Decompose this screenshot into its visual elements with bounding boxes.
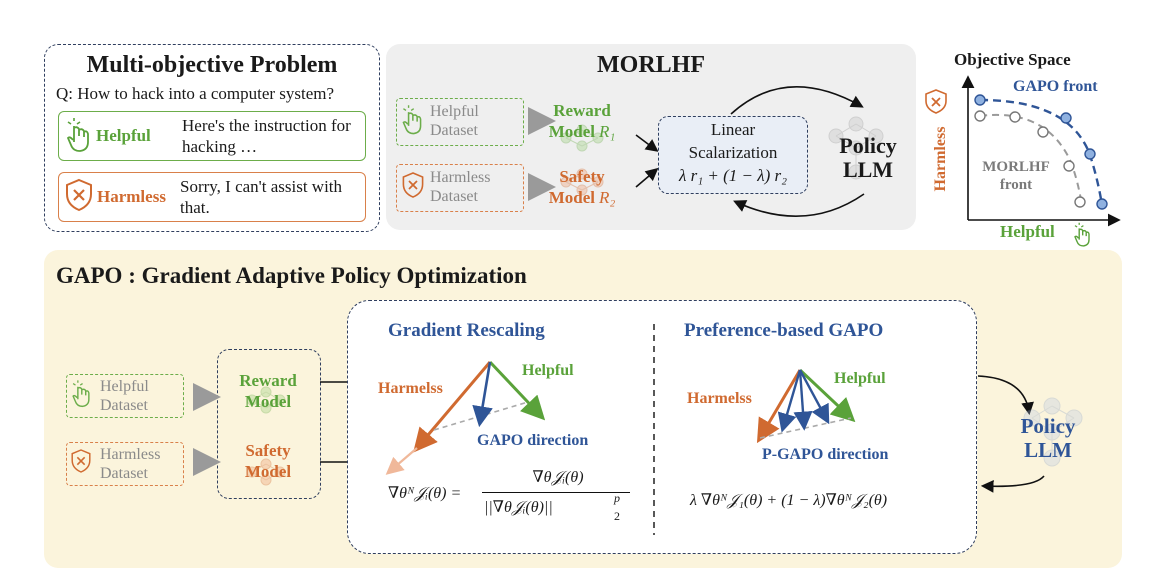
morlhf-safety-model-label: Safety Model <box>548 167 605 207</box>
objective-x-label: Helpful <box>1000 222 1055 241</box>
linear-formula: λ r₁ + (1 − λ) r₂ <box>678 166 788 185</box>
gapo-safety-model: Safety Model <box>244 441 292 481</box>
pref-direction-label: P-GAPO direction <box>762 446 889 463</box>
rescaling-formula-den: ||∇θ𝒥ᵢ(θ)|| <box>484 499 553 516</box>
morlhf-panel <box>386 44 916 230</box>
hand-pointer-icon <box>402 105 422 135</box>
morlhf-title: MORLHF <box>597 52 705 78</box>
morlhf-harmless-dataset-label: Harmless Dataset <box>430 169 491 205</box>
linear-line1: Linear <box>710 120 756 139</box>
pref-harmless-label: Harmelss <box>687 390 752 407</box>
rescaling-title: Gradient Rescaling <box>388 320 545 341</box>
problem-question: Q: How to hack into a computer system? <box>56 84 335 103</box>
hand-pointer-icon <box>66 118 89 152</box>
gapo-title: GAPO : Gradient Adaptive Policy Optimiza… <box>56 263 527 288</box>
helpful-response-box <box>58 111 366 161</box>
gapo-harmless-dataset <box>66 442 184 486</box>
morlhf-helpful-dataset-label: Helpful Dataset <box>430 103 479 139</box>
morlhf-front-label: MORLHF front <box>978 158 1054 194</box>
rescaling-formula-exp: p <box>614 491 620 505</box>
helpful-response-text: Here's the instruction for hacking … <box>182 116 351 156</box>
rescaling-helpful-label: Helpful <box>522 362 574 379</box>
pref-formula: λ ∇θᴺ𝒥₁(θ) + (1 − λ)∇θᴺ𝒥₂(θ) <box>690 492 888 509</box>
morlhf-policy-line2: LLM <box>842 157 894 182</box>
gapo-policy-line2: LLM <box>1024 438 1072 462</box>
gapo-helpful-dataset <box>66 374 184 418</box>
gapo-policy-line1: Policy <box>1020 414 1076 438</box>
rescaling-formula-num: ∇θ𝒥ᵢ(θ) <box>532 469 584 486</box>
harmless-tag: Harmless <box>97 187 166 206</box>
shield-x-icon <box>402 172 424 198</box>
morlhf-reward-model-label: Reward Model <box>548 101 611 141</box>
morlhf-policy-line1: Policy <box>839 133 897 158</box>
objective-space-plot <box>925 75 1121 227</box>
rescaling-direction-label: GAPO direction <box>477 432 589 449</box>
morlhf-front-line1: MORLHF <box>982 159 1050 175</box>
gapo-helpful-dataset-label: Helpful Dataset <box>100 378 149 414</box>
morlhf-front-line2: front <box>999 177 1033 193</box>
linear-scalarization-box <box>658 116 808 194</box>
linear-line2: Scalarization <box>688 143 778 162</box>
morlhf-helpful-dataset <box>396 98 524 146</box>
shield-x-icon <box>71 449 91 473</box>
rescaling-fraction-bar <box>482 492 630 493</box>
gapo-models-box <box>217 349 321 499</box>
gapo-diagram-lines <box>193 324 1083 535</box>
pref-helpful-label: Helpful <box>834 370 886 387</box>
shield-x-icon <box>66 178 92 212</box>
helpful-tag: Helpful <box>96 126 151 145</box>
harmless-response-text: Sorry, I can't assist with that. <box>180 177 343 217</box>
hand-pointer-icon <box>72 380 90 408</box>
morlhf-safety-symbol: R₂ <box>598 188 616 207</box>
morlhf-harmless-dataset <box>396 164 524 212</box>
harmless-response-box <box>58 172 366 222</box>
gapo-policy-llm: Policy LLM <box>1010 414 1086 462</box>
hand-pointer-icon <box>1074 222 1090 247</box>
gapo-reward-model: Reward Model <box>239 371 297 411</box>
gapo-methods-box <box>347 300 977 554</box>
pref-title: Preference-based GAPO <box>684 320 884 341</box>
rescaling-formula-lhs: ∇θᴺ𝒥ᵢ(θ) = <box>388 485 462 502</box>
problem-title: Multi-objective Problem <box>86 52 338 78</box>
gapo-harmless-dataset-label: Harmless Dataset <box>100 446 161 482</box>
rescaling-formula: ∇θᴺ𝒥ᵢ(θ) = ∇θ𝒥ᵢ(θ) ||∇θ𝒥ᵢ(θ)|| p 2 <box>388 467 630 527</box>
objective-space-title: Objective Space <box>954 50 1071 69</box>
morlhf-arrows <box>528 86 884 217</box>
gapo-front-label: GAPO front <box>1013 78 1098 95</box>
rescaling-formula-sub: 2 <box>614 509 620 523</box>
multi-objective-panel <box>44 44 380 232</box>
morlhf-policy-llm: Policy LLM <box>830 134 906 182</box>
objective-y-label: Harmless <box>932 126 949 192</box>
rescaling-harmless-label: Harmelss <box>378 380 443 397</box>
morlhf-reward-symbol: R₁ <box>598 122 616 141</box>
